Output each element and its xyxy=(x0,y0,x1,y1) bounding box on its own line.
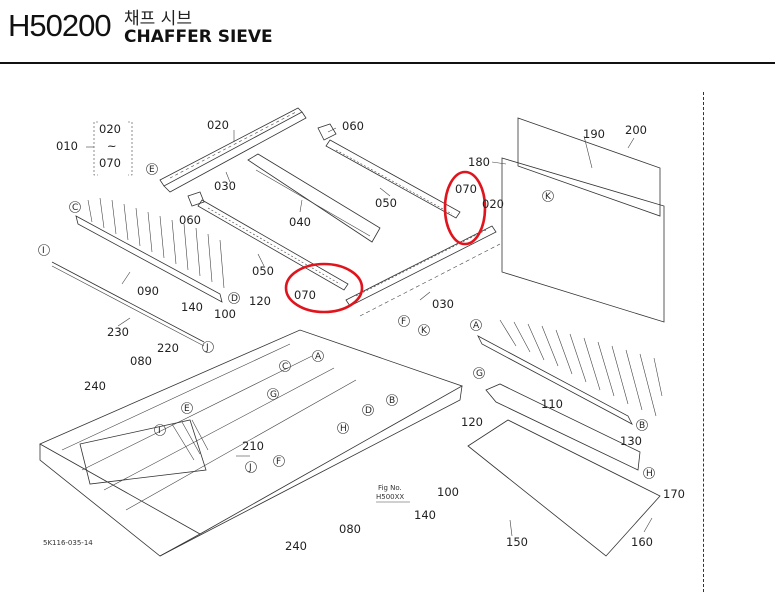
ref-a-2: A xyxy=(315,352,322,362)
ref-f-2: F xyxy=(276,457,281,467)
callout-140-bottom: 140 xyxy=(414,508,436,522)
callout-100-left: 100 xyxy=(214,307,236,321)
callout-010: 010 xyxy=(56,139,78,153)
sieve-110 xyxy=(477,319,663,425)
ref-i-2: I xyxy=(158,426,161,436)
callout-030-left: 030 xyxy=(214,179,236,193)
callout-040: 040 xyxy=(289,215,311,229)
ref-b-2: B xyxy=(389,396,395,406)
range-from: 020 xyxy=(99,122,121,136)
callout-240-bottom: 240 xyxy=(285,539,307,553)
callout-170: 170 xyxy=(663,487,685,501)
ref-f-1: F xyxy=(401,317,406,327)
fig-note-line2: H500XX xyxy=(376,493,404,501)
callout-070-right: 070 xyxy=(455,182,477,196)
panel-180 xyxy=(501,117,665,323)
rail-050-upper xyxy=(317,123,461,219)
ref-k-2: K xyxy=(421,326,428,336)
callout-190: 190 xyxy=(583,127,605,141)
range-to: 070 xyxy=(99,156,121,170)
ref-i-1: I xyxy=(42,246,45,256)
callout-100-bottom: 100 xyxy=(437,485,459,499)
header-rule xyxy=(0,62,775,64)
callout-130: 130 xyxy=(620,434,642,448)
callout-080-left: 080 xyxy=(130,354,152,368)
callout-220: 220 xyxy=(157,341,179,355)
callout-050-right: 050 xyxy=(375,196,397,210)
title-korean: 채프 시브 xyxy=(124,9,192,29)
highlight-070-right xyxy=(443,170,487,246)
rail-050-lower xyxy=(187,191,349,291)
callout-120-top: 120 xyxy=(249,294,271,308)
ref-e-1: E xyxy=(149,165,155,175)
rail-020-030 xyxy=(159,107,307,193)
frame-body xyxy=(39,329,463,557)
ref-a-1: A xyxy=(473,321,480,331)
ref-e-2: E xyxy=(184,404,190,414)
drawing-number: 5K116-035-14 xyxy=(43,539,93,547)
fig-note-line1: Fig No. xyxy=(378,484,402,492)
page-divider xyxy=(703,92,704,592)
callout-230: 230 xyxy=(107,325,129,339)
ref-letter-circles: A A B B C C D D E E F F G G H H I I J J … xyxy=(38,163,655,479)
ref-j-2: J xyxy=(248,463,252,473)
callout-110: 110 xyxy=(541,397,563,411)
ref-h-1: H xyxy=(646,469,653,479)
bracket-130 xyxy=(485,383,641,471)
callout-020-top: 020 xyxy=(207,118,229,132)
callout-030-right: 030 xyxy=(432,297,454,311)
callout-080-bottom: 080 xyxy=(339,522,361,536)
callout-050-left: 050 xyxy=(252,264,274,278)
callout-140-left: 140 xyxy=(181,300,203,314)
range-note: 020 ~ 070 xyxy=(86,121,133,176)
callout-120-right: 120 xyxy=(461,415,483,429)
callout-020-right: 020 xyxy=(482,197,504,211)
range-tilde: ~ xyxy=(107,139,117,153)
ref-g-1: G xyxy=(476,369,483,379)
callout-160: 160 xyxy=(631,535,653,549)
ref-k-1: K xyxy=(545,192,552,202)
callout-060-top: 060 xyxy=(342,119,364,133)
ref-c-2: C xyxy=(282,362,288,372)
ref-d-2: D xyxy=(365,406,372,416)
leader-lines xyxy=(117,127,653,537)
callout-210: 210 xyxy=(242,439,264,453)
ref-j-1: J xyxy=(205,343,209,353)
callout-150: 150 xyxy=(506,535,528,549)
callout-200: 200 xyxy=(625,123,647,137)
ref-b-1: B xyxy=(639,421,645,431)
rod-230 xyxy=(51,261,205,347)
callout-090: 090 xyxy=(137,284,159,298)
plate-040 xyxy=(247,153,381,243)
highlight-070-left xyxy=(284,262,364,314)
callout-180: 180 xyxy=(468,155,490,169)
callout-240-left: 240 xyxy=(84,379,106,393)
ref-c-1: C xyxy=(72,203,78,213)
sieve-090 xyxy=(75,197,225,303)
part-code: H50200 xyxy=(8,8,112,43)
ref-h-2: H xyxy=(340,424,347,434)
ref-g-2: G xyxy=(270,390,277,400)
ref-d-1: D xyxy=(231,294,238,304)
callout-070-left: 070 xyxy=(294,288,316,302)
rail-030-right xyxy=(345,225,501,317)
title-english: CHAFFER SIEVE xyxy=(124,27,273,47)
plate-150 xyxy=(467,419,661,557)
callout-060-left: 060 xyxy=(179,213,201,227)
